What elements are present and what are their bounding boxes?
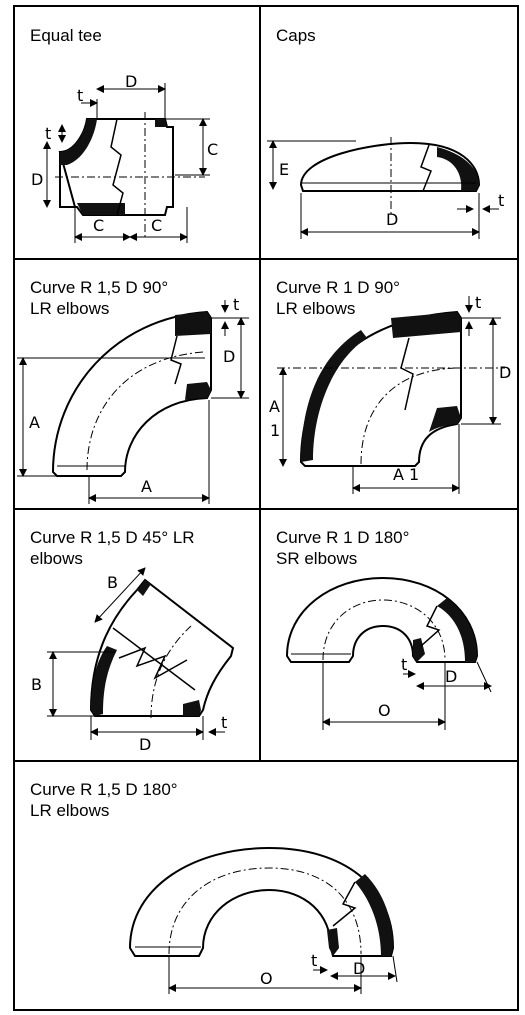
panel-title: Equal tee <box>30 26 102 45</box>
panel-caps: Caps E D t <box>261 7 517 258</box>
caps-drawing: E D t <box>267 137 504 239</box>
dim-label-D: D <box>223 347 235 366</box>
panel-title: LR elbows <box>30 299 110 318</box>
lr90-1d-drawing: t D A 1 A 1 <box>269 293 511 494</box>
grid-divider <box>13 760 519 762</box>
panel-title: SR elbows <box>276 549 358 568</box>
dim-label-B: B <box>31 675 42 694</box>
grid-divider <box>13 508 519 510</box>
panel-title: Curve R 1,5 D 180° <box>30 780 178 799</box>
grid-divider <box>13 258 519 260</box>
dim-label-t: t <box>233 295 239 314</box>
dim-label-D: D <box>31 170 43 189</box>
sr180-drawing: t D O <box>285 576 492 730</box>
dim-label-O: O <box>378 701 391 720</box>
grid-divider <box>259 5 261 760</box>
dim-label-A1: 1 <box>270 421 280 440</box>
dim-label-A: A <box>29 413 40 432</box>
dim-label-t: t <box>311 951 317 970</box>
dim-label-D: D <box>139 735 151 754</box>
panel-lr45: Curve R 1,5 D 45° LR elbows B B D t <box>15 510 259 760</box>
panel-title: elbows <box>30 549 83 568</box>
panel-title: LR elbows <box>30 801 110 820</box>
dim-label-D: D <box>353 959 365 978</box>
dim-label-B: B <box>107 573 118 592</box>
dim-label-t: t <box>77 86 83 105</box>
dim-label-t: t <box>475 293 481 312</box>
dim-label-t: t <box>221 713 227 732</box>
dim-label-A: A <box>141 477 152 496</box>
lr180-drawing: t D O <box>128 846 398 994</box>
dim-label-t: t <box>401 655 407 674</box>
dim-label-A1: A 1 <box>393 465 419 484</box>
dim-label-A1: A <box>269 397 280 416</box>
panel-lr180: Curve R 1,5 D 180° LR elbows t D O <box>15 762 517 1009</box>
panel-title: LR elbows <box>276 299 356 318</box>
dim-label-C: C <box>207 140 218 159</box>
panel-lr90-15d: Curve R 1,5 D 90° LR elbows t D A A <box>15 260 259 508</box>
panel-title: Curve R 1 D 90° <box>276 278 400 297</box>
panel-title: Caps <box>276 26 316 45</box>
panel-title: Curve R 1,5 D 90° <box>30 278 169 297</box>
panel-title: Curve R 1,5 D 45° LR <box>30 528 195 547</box>
dim-label-D: D <box>445 667 457 686</box>
panel-lr90-1d: Curve R 1 D 90° LR elbows t D A 1 A 1 <box>261 260 517 508</box>
dim-label-D: D <box>125 72 137 91</box>
dim-label-D: D <box>386 210 398 229</box>
panel-title: Curve R 1 D 180° <box>276 528 410 547</box>
panel-sr180: Curve R 1 D 180° SR elbows t D O <box>261 510 517 760</box>
equal-tee-drawing: D t t D C C C <box>31 72 218 243</box>
dim-label-O: O <box>260 969 273 988</box>
dim-label-t: t <box>45 124 51 143</box>
panel-equal-tee: Equal tee D t t D <box>15 7 259 258</box>
dim-label-E: E <box>279 160 289 179</box>
dim-label-C: C <box>151 216 162 235</box>
lr90-15d-drawing: t D A A <box>17 295 249 504</box>
dim-label-D: D <box>499 363 511 382</box>
lr45-drawing: B B D t <box>31 567 235 754</box>
dim-label-t: t <box>498 191 504 210</box>
dim-label-C: C <box>93 216 104 235</box>
